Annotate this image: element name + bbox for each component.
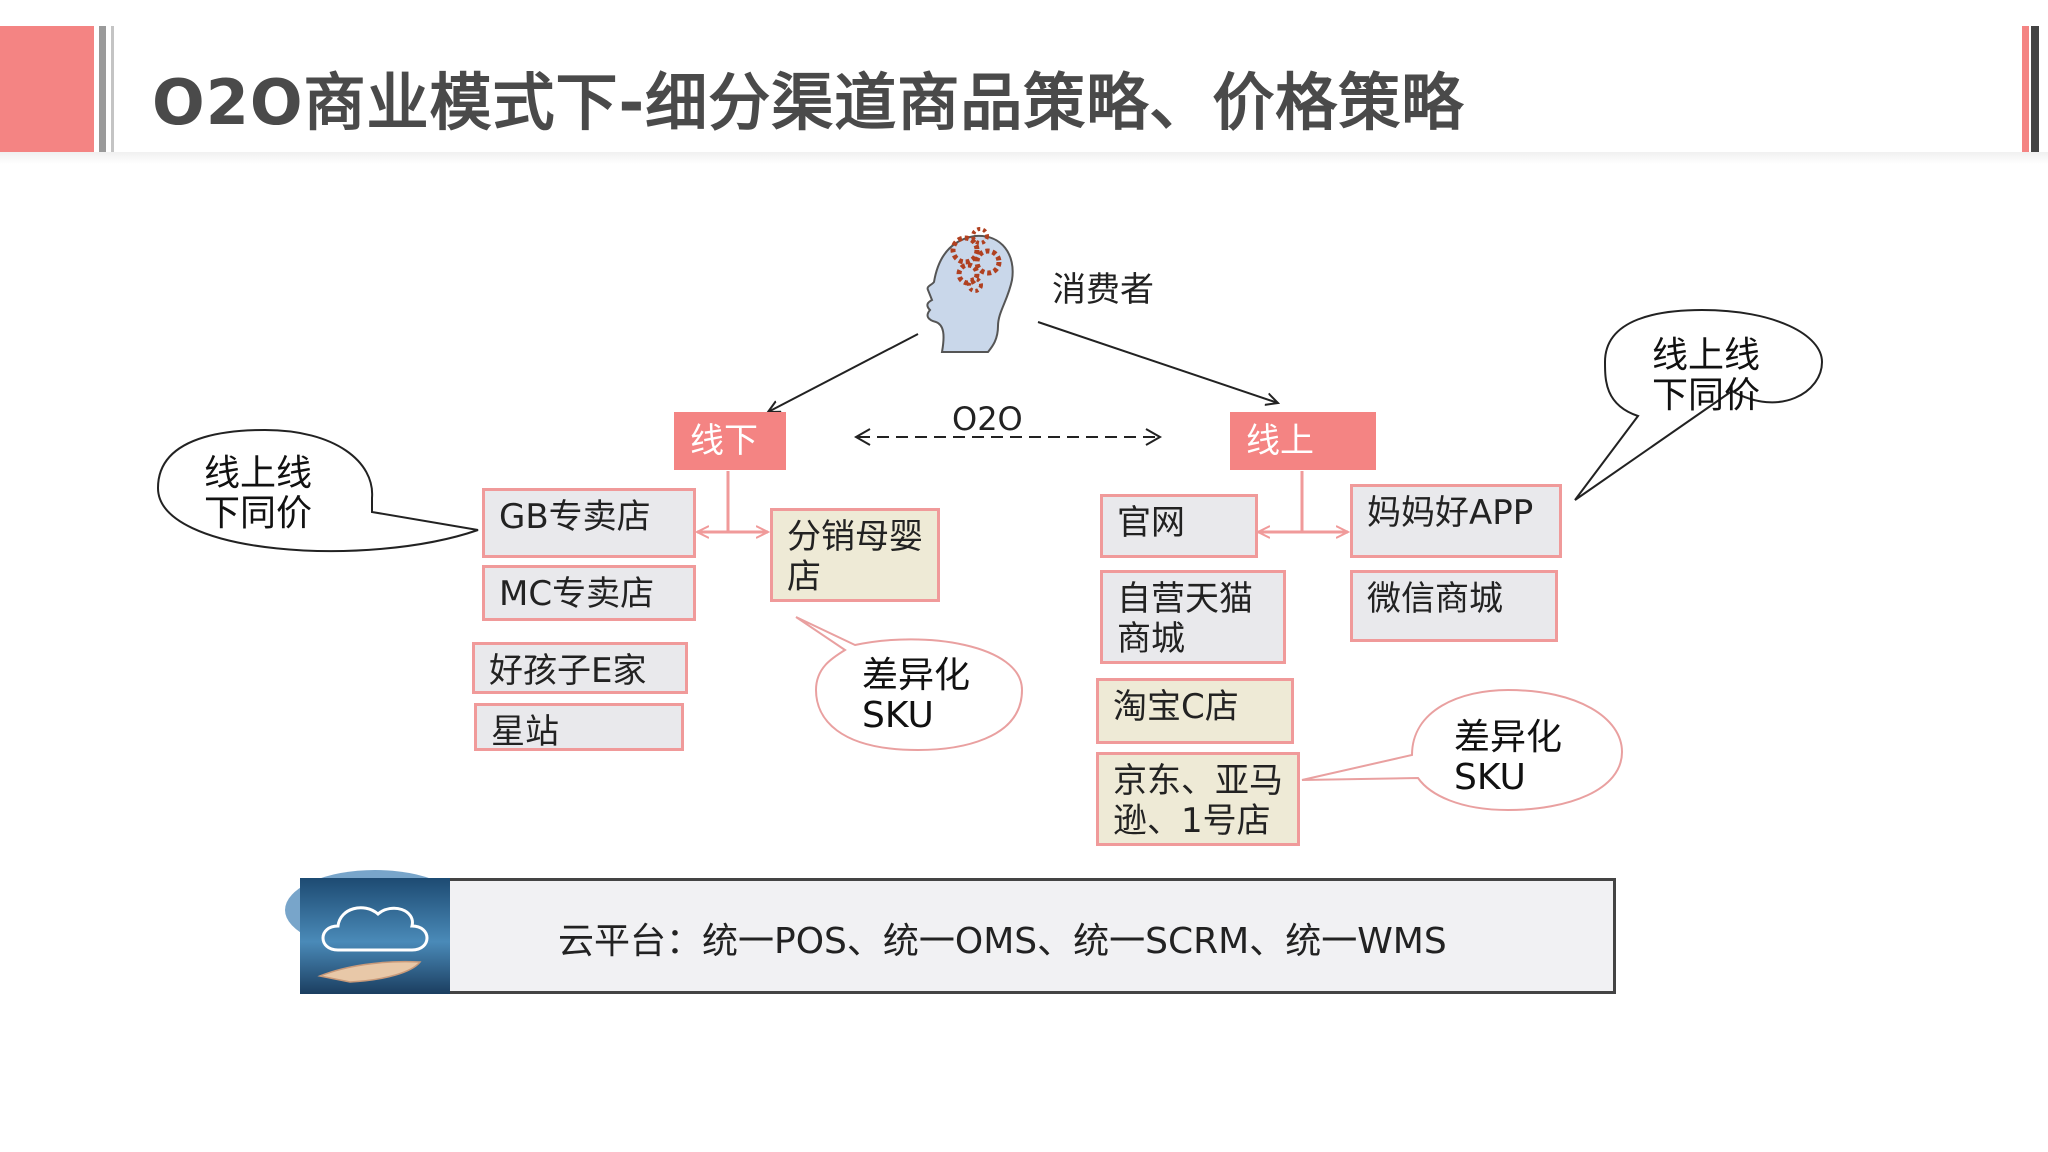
online-tag: 线上 <box>1230 412 1376 470</box>
head-gears-icon <box>926 227 1014 353</box>
channel-wechat-mall: 微信商城 <box>1350 570 1558 642</box>
channel-tmall: 自营天猫商城 <box>1100 570 1286 664</box>
bubble-right-text: 线上线下同价 <box>1652 335 1761 416</box>
store-haohaizi: 好孩子E家 <box>472 642 688 694</box>
right-dark-bar <box>2031 26 2039 152</box>
cloud-hand-icon-panel <box>300 878 450 994</box>
store-gb: GB专卖店 <box>482 488 696 558</box>
o2o-label: O2O <box>952 400 1023 438</box>
channel-official-site: 官网 <box>1100 494 1258 558</box>
cloud-platform-box <box>300 878 1616 994</box>
bubble-right-same-price <box>1574 308 1824 501</box>
bubble-offline-sku <box>795 616 1024 752</box>
header-shadow <box>0 152 2048 164</box>
arrow-to-offline <box>768 333 919 412</box>
store-xingzhan: 星站 <box>474 703 684 752</box>
right-accent-bar <box>2022 26 2029 152</box>
consumer-label: 消费者 <box>1052 270 1154 310</box>
offline-tag: 线下 <box>674 412 786 470</box>
bubble-left-text: 线上线下同价 <box>204 453 313 534</box>
bubble-left-same-price <box>156 428 479 553</box>
channel-jd-amazon-yhd: 京东、亚马逊、1号店 <box>1096 752 1300 846</box>
title-divider-thin <box>111 26 114 152</box>
page-title: O2O商业模式下-细分渠道商品策略、价格策略 <box>152 66 1465 139</box>
distribution-store: 分销母婴店 <box>770 508 940 602</box>
bubble-offline-sku-text: 差异化SKU <box>862 655 971 736</box>
store-mc: MC专卖店 <box>482 565 696 621</box>
title-accent-block <box>0 26 94 152</box>
arrow-to-online <box>1037 321 1278 403</box>
channel-mamahao-app: 妈妈好APP <box>1350 484 1562 558</box>
bubble-online-sku <box>1301 688 1624 812</box>
channel-taobao: 淘宝C店 <box>1096 678 1294 744</box>
cloud-platform-text: 云平台：统一POS、统一OMS、统一SCRM、统一WMS <box>558 921 1447 962</box>
title-divider <box>99 26 106 152</box>
bubble-online-sku-text: 差异化SKU <box>1454 717 1563 798</box>
